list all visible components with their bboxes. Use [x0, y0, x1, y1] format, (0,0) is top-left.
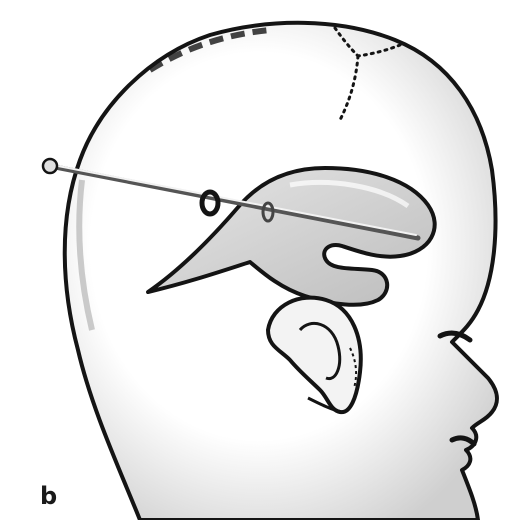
panel-label: b	[40, 484, 57, 508]
catheter-handle	[43, 159, 57, 173]
